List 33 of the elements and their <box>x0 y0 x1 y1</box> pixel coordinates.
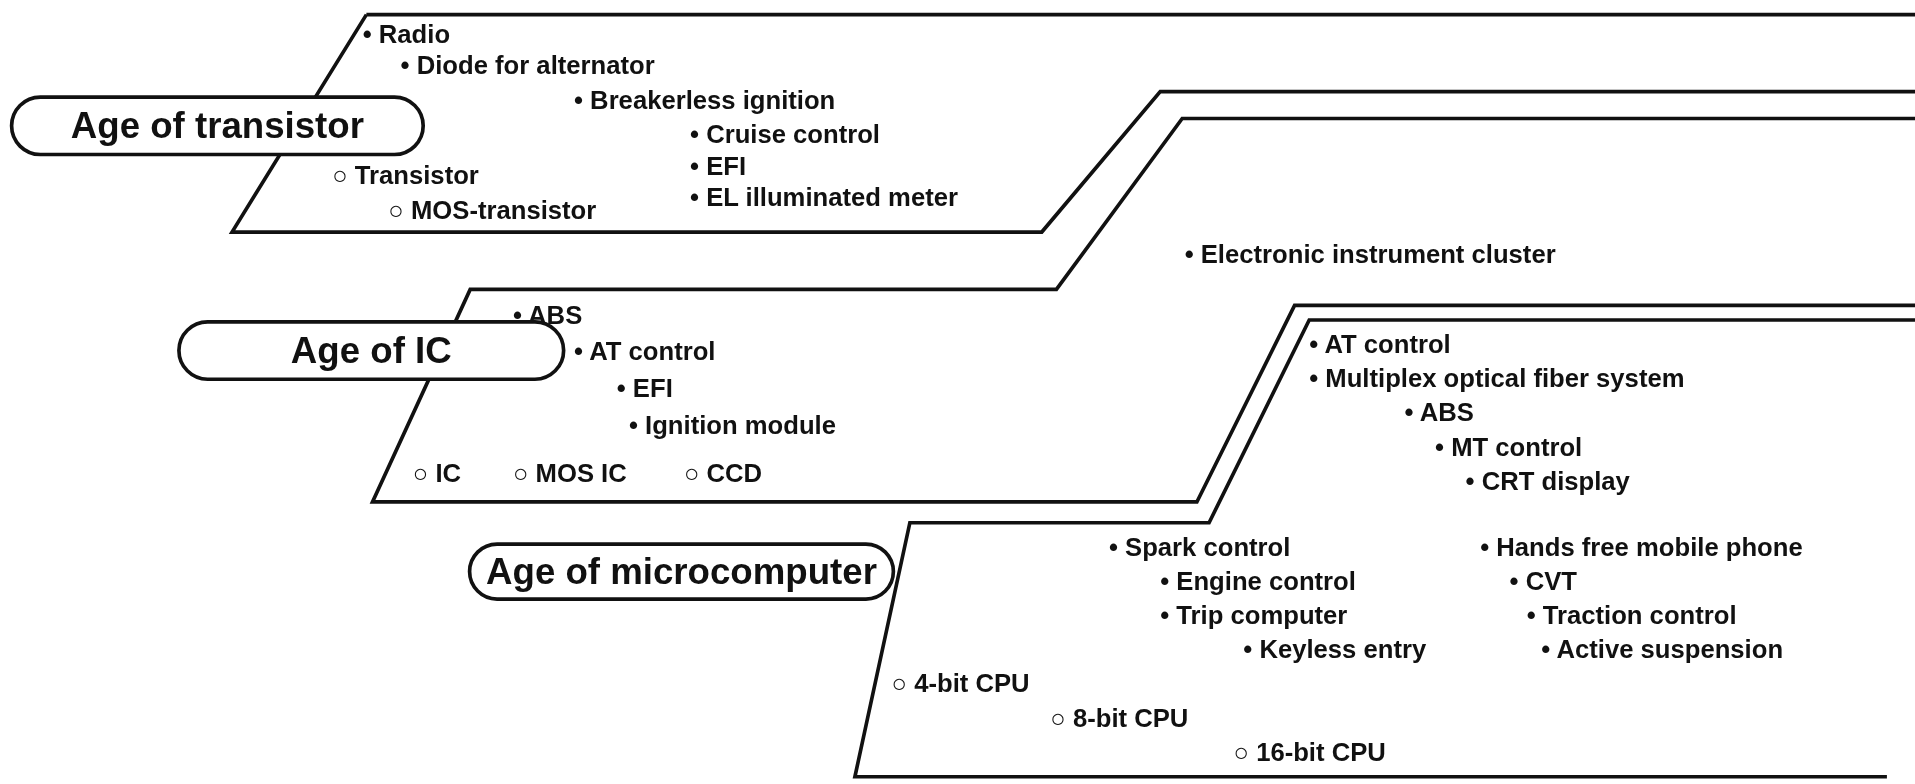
era-label: Age of microcomputer <box>467 542 896 601</box>
list-item: ○ CCD <box>683 459 763 489</box>
list-item: • EFI <box>690 151 747 181</box>
list-item: • EFI <box>616 373 673 404</box>
era-label: Age of transistor <box>9 95 425 157</box>
list-item: • AT control <box>1309 329 1451 360</box>
list-item: • Hands free mobile phone <box>1480 532 1803 562</box>
list-item: • Traction control <box>1526 600 1737 631</box>
list-item: • Spark control <box>1108 532 1291 562</box>
list-item: • Breakerless ignition <box>574 85 836 115</box>
list-item: • MT control <box>1435 432 1583 462</box>
list-item: ○ MOS-transistor <box>388 195 597 225</box>
list-item: • Multiplex optical fiber system <box>1309 363 1685 394</box>
list-item: ○ 8-bit CPU <box>1050 703 1189 733</box>
list-item: • Engine control <box>1160 566 1356 596</box>
list-item: • AT control <box>574 337 716 367</box>
list-item: • Trip computer <box>1160 600 1348 631</box>
list-item: • CVT <box>1509 566 1577 596</box>
list-item: • Keyless entry <box>1243 635 1427 665</box>
list-item: ○ Transistor <box>332 161 479 191</box>
list-item: • Electronic instrument cluster <box>1184 239 1556 269</box>
list-item: • Active suspension <box>1541 635 1784 665</box>
list-item: ○ 4-bit CPU <box>891 669 1030 699</box>
list-item: • CRT display <box>1465 466 1630 496</box>
list-item: ○ 16-bit CPU <box>1233 737 1386 767</box>
list-item: • EL illuminated meter <box>690 183 958 213</box>
list-item: • Radio <box>362 19 451 49</box>
list-item: • ABS <box>1404 398 1474 428</box>
list-item: • Ignition module <box>628 410 836 440</box>
list-item: • Diode for alternator <box>400 51 655 81</box>
list-item: ○ MOS IC <box>512 459 627 489</box>
list-item: ○ IC <box>412 459 462 489</box>
list-item: • Cruise control <box>690 119 880 149</box>
